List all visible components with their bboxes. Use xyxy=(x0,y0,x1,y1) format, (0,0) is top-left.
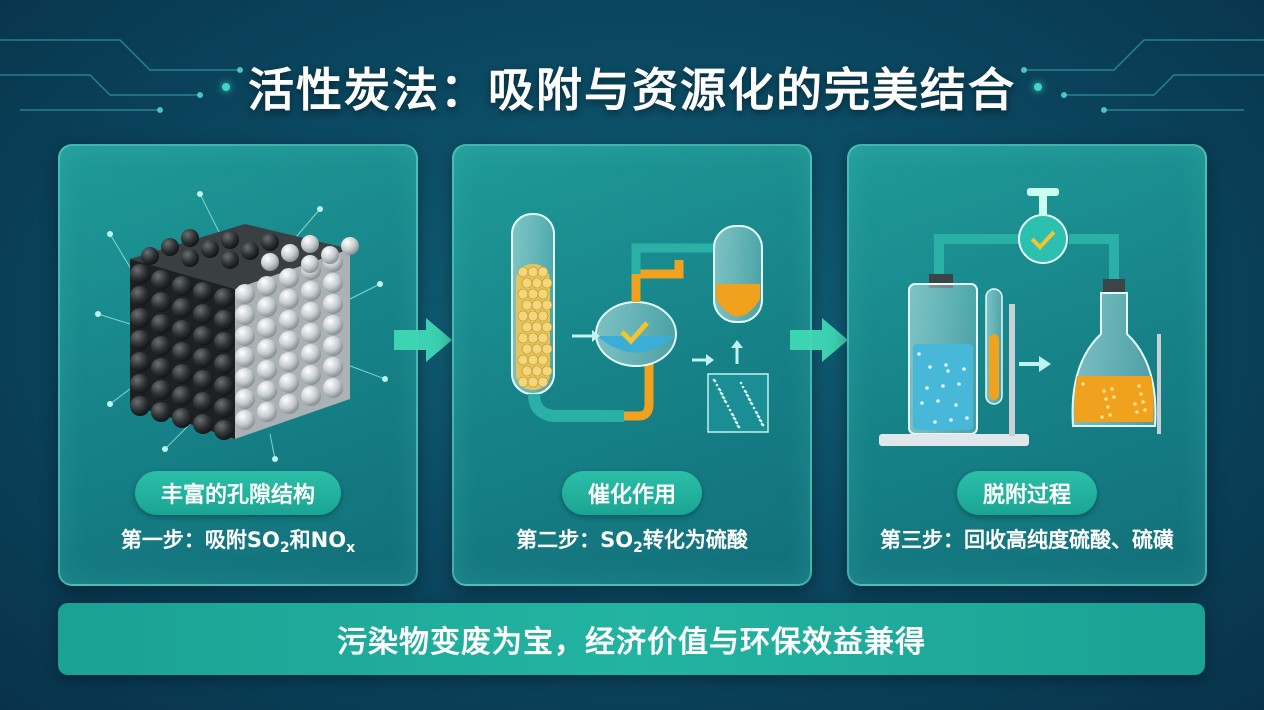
step-label-pill: 催化作用 xyxy=(561,471,703,515)
step-panel-adsorption: 丰富的孔隙结构 第一步：吸附SO2和NOx xyxy=(58,144,418,586)
title-area: 活性炭法：吸附与资源化的完美结合 xyxy=(0,52,1264,122)
activated-carbon-cube-icon xyxy=(95,191,388,462)
page-title: 活性炭法：吸附与资源化的完美结合 xyxy=(248,63,1016,117)
arrow-right-icon xyxy=(394,318,452,362)
step-panel-desorption: 脱附过程 第三步：回收高纯度硫酸、硫磺 xyxy=(847,144,1207,586)
step-label-pill: 脱附过程 xyxy=(956,471,1098,515)
bottom-summary-bar: 污染物变废为宝，经济价值与环保效益兼得 xyxy=(58,603,1205,675)
title-dot-left xyxy=(222,83,230,91)
step-description: 第三步：回收高纯度硫酸、硫磺 xyxy=(880,528,1174,552)
step-description: 第二步：SO2转化为硫酸 xyxy=(516,528,748,557)
step-description: 第一步：吸附SO2和NOx xyxy=(120,528,356,557)
circuit-lines-right xyxy=(1021,39,1264,113)
title-dot-right xyxy=(1034,83,1042,91)
arrow-right-icon xyxy=(790,318,848,362)
catalysis-apparatus-icon xyxy=(511,213,769,433)
step-label-pill: 丰富的孔隙结构 xyxy=(134,471,342,515)
desorption-apparatus-icon xyxy=(879,188,1161,446)
circuit-lines-left xyxy=(0,39,243,113)
step-panel-catalysis: 催化作用 第二步：SO2转化为硫酸 xyxy=(452,144,812,586)
